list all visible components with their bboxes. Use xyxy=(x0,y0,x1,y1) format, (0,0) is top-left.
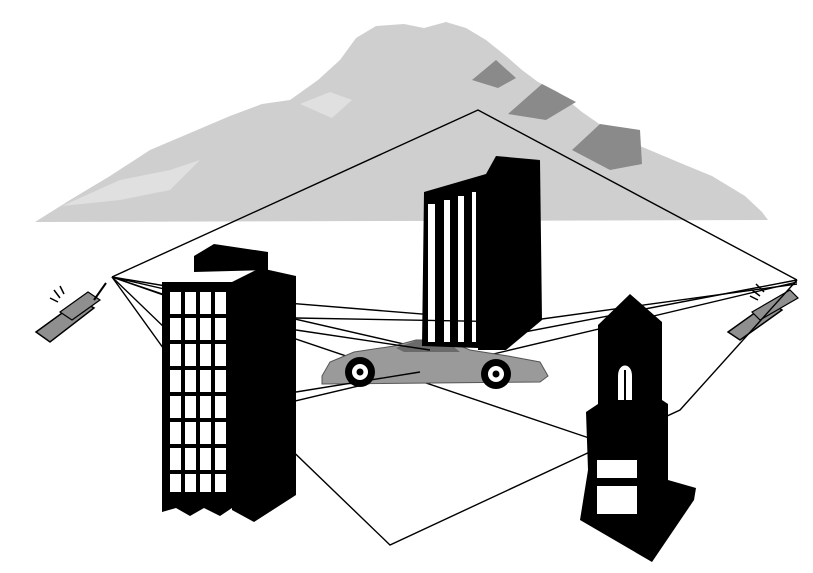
office-tower-grid-windows xyxy=(162,244,296,522)
steeple-tower xyxy=(580,294,696,562)
transmitter-phone-left xyxy=(36,283,106,342)
mountain-range xyxy=(35,22,768,222)
